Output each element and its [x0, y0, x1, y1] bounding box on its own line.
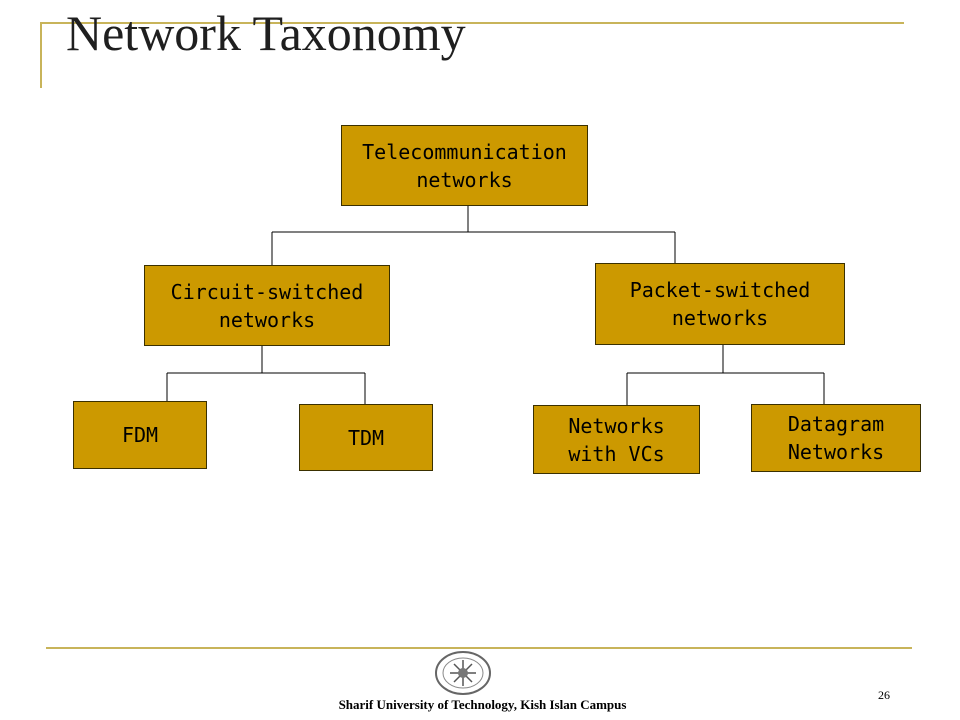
node-circuit-switched-networks: Circuit-switched networks: [144, 265, 390, 346]
node-tdm: TDM: [299, 404, 433, 471]
node-packet-switched-networks: Packet-switched networks: [595, 263, 845, 345]
node-networks-with-vcs: Networks with VCs: [533, 405, 700, 474]
slide-title: Network Taxonomy: [66, 5, 466, 61]
university-seal-icon: [435, 651, 491, 695]
node-telecommunication-networks: Telecommunication networks: [341, 125, 588, 206]
node-fdm: FDM: [73, 401, 207, 469]
node-datagram-networks: Datagram Networks: [751, 404, 921, 472]
footer-institution: Sharif University of Technology, Kish Is…: [338, 697, 627, 712]
top-rule: [40, 22, 904, 24]
bottom-rule: [46, 647, 912, 649]
page-number: 26: [878, 688, 890, 702]
left-rule: [40, 22, 42, 88]
